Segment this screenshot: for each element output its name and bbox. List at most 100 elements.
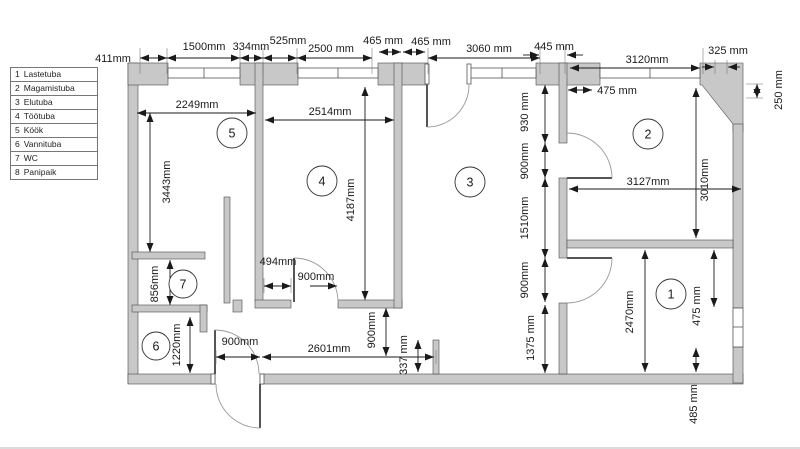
legend-room-name: Vannituba [23,139,62,149]
wall-segment [239,62,299,86]
dimension-label: 3443mm [161,161,173,204]
door-jamb [210,373,216,385]
wall-segment [127,62,169,86]
room-number: 7 [180,278,187,292]
wall-segment [259,373,744,385]
door-jamb [424,63,430,85]
dimension-label: 1375 mm [525,315,537,361]
wall-segment [131,304,208,313]
wall-segment [127,373,216,385]
window-bottom-edge [0,447,800,449]
room-number: 6 [153,340,160,354]
room-number-circle [141,331,171,361]
legend-room-name: Elutuba [23,97,53,107]
room-number-circle [168,269,198,299]
legend-room-number: 6 [15,139,20,149]
legend-room-name: Köök [23,125,44,135]
walls [127,62,744,385]
room-number: 3 [467,176,474,190]
dimension-label: 3010mm [699,159,711,202]
dimension-label: 856mm [149,266,161,303]
dimension-label: 337 mm [398,335,410,375]
dimension-label: 2601mm [308,343,351,355]
wall-segment [732,346,744,384]
dimension-label: 494mm [260,256,297,268]
dimension-label: 465 mm [411,36,451,48]
room-number: 1 [668,288,675,302]
room-number-circle [454,166,486,198]
dimension-label: 3120mm [626,54,669,66]
wall-segment [131,251,206,260]
room-number-circle [216,117,248,149]
dimension-label: 445 mm [534,41,574,53]
door-arc [215,383,261,429]
wall-segment [223,196,231,304]
door-jamb [259,373,265,385]
legend-room-number: 8 [15,167,20,177]
wall-segment [732,123,744,309]
room-number-circle [632,118,664,150]
dimension-label: 525mm [270,35,307,47]
dimension-label: 485 mm [688,384,700,424]
door-arc [214,329,260,375]
legend-room-name: Magamistuba [23,83,75,93]
wall-segment [558,302,568,375]
dimension-label: 1220mm [171,324,183,367]
dimension-label: 3127mm [627,176,670,188]
dimension-label: 2249mm [176,99,219,111]
dimension-label: 475 mm [597,85,637,97]
dimension-label: 411mm [95,53,131,65]
wall-segment [127,62,139,384]
dimension-label: 3060 mm [466,43,512,55]
dimension-label: 334mm [233,41,270,53]
legend-room-name: WC [23,153,38,163]
room-numbers: 5 4 3 2 1 7 6 [141,117,687,361]
room-number-circle [306,165,338,197]
dimension-label: 250 mm [773,70,785,110]
dimension-label: 900mm [366,312,378,349]
door-arc [566,132,613,179]
wall-segment [337,299,403,309]
dimension-label: 1510mm [519,197,531,240]
wall-segment [566,239,734,249]
dimension-label: 4187mm [345,179,357,222]
legend-room-number: 5 [15,125,20,135]
door-arc [293,257,339,303]
dimension-label: 900mm [519,143,531,180]
window-symbol [732,307,744,348]
wall-segment [232,299,243,313]
dimension-label: 325 mm [708,45,748,57]
door-arc [426,84,470,128]
legend-room-number: 2 [15,83,20,93]
wall-segment [393,62,403,309]
dimension-label: 2514mm [309,106,352,118]
dimension-label: 2500 mm [308,43,354,55]
dimension-label: 1500mm [183,41,226,53]
wall-segment [377,62,429,86]
dimension-label: 2470mm [624,291,636,334]
dimension-label: 900mm [298,271,335,283]
legend-room-name: Lastetuba [23,69,62,79]
dimension-labels: 411mm 1500mm 334mm 525mm 2500 mm 465 mm … [95,35,785,424]
legend-room-number: 3 [15,97,20,107]
wall-corner-chamfer [699,62,744,133]
wall-segment [535,62,601,86]
door-arc [566,257,613,304]
room-number: 4 [319,175,326,189]
legend-room-number: 4 [15,111,20,121]
dimension-label: 930 mm [519,92,531,132]
dimension-lines [137,46,763,373]
legend-room-number: 7 [15,153,20,163]
room-number: 5 [229,127,236,141]
dimension-label: 475 mm [691,286,703,326]
wall-segment [558,62,568,144]
